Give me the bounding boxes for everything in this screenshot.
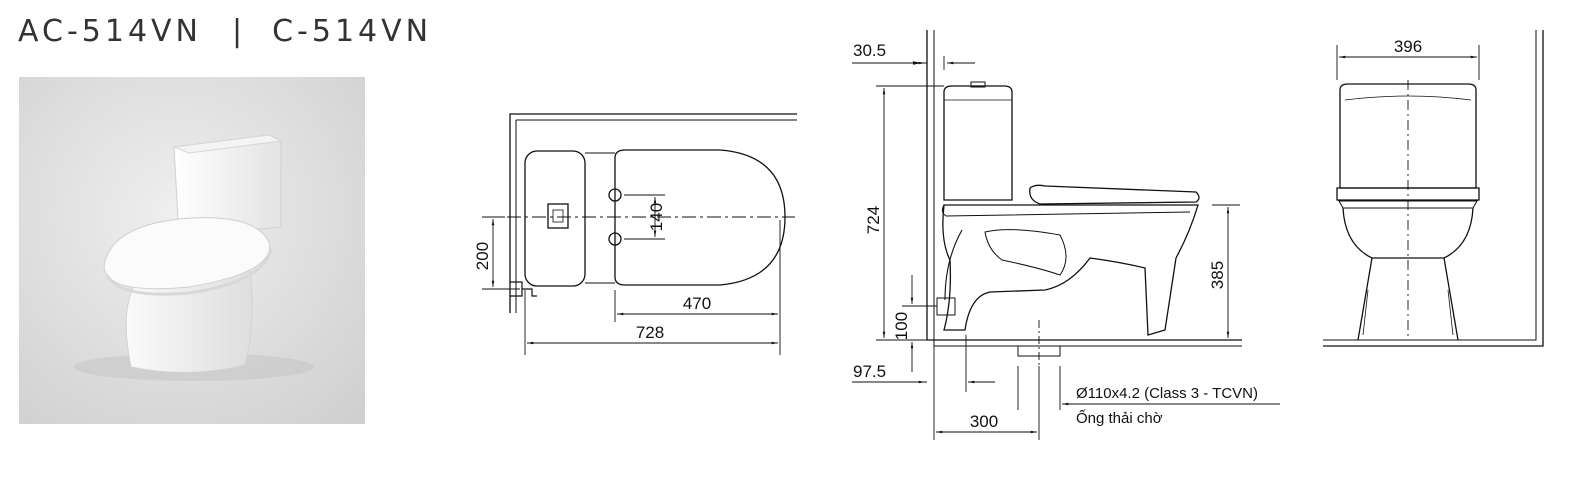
toilet-photo-illustration [19,77,365,424]
side-view-trapway [984,229,1067,276]
dim-200: 200 [473,242,492,270]
front-view-wall-floor [1323,30,1544,347]
top-view [482,113,797,355]
top-view-seat [614,149,786,286]
model-title: AC-514VN | C-514VN [18,14,432,49]
front-view-bowl [1342,207,1474,259]
dim-396: 396 [1394,37,1422,56]
dim-140: 140 [647,203,666,231]
dim-724: 724 [864,206,883,234]
front-view-tank [1339,83,1477,189]
side-view-seat-lid [1029,184,1200,205]
front-view-seat [1336,187,1480,201]
front-view [1323,30,1544,347]
dim-300: 300 [970,412,998,431]
top-view-hinge-2 [608,232,622,246]
dim-100: 100 [892,312,911,340]
drain-spec-note: Ø110x4.2 (Class 3 - TCVN) [1076,385,1258,402]
model-code-1: AC-514VN [18,14,202,49]
dim-97-5: 97.5 [853,362,886,381]
dim-385: 385 [1208,261,1227,289]
dim-728: 728 [636,323,664,342]
top-view-wall [509,113,797,313]
side-view [852,30,1280,440]
side-view-bowl [942,204,1199,336]
dim-30-5: 30.5 [853,41,886,60]
dim-470: 470 [683,294,711,313]
product-photo [19,77,365,424]
side-view-tank [943,85,1013,201]
side-view-wall-floor [926,30,1242,341]
top-view-tank [524,150,586,287]
top-view-hinge-1 [608,188,622,202]
model-code-2: C-514VN [272,14,433,49]
drain-label: Ống thải chờ [1076,409,1163,427]
top-view-flush-button [547,203,569,229]
title-separator: | [232,14,247,49]
